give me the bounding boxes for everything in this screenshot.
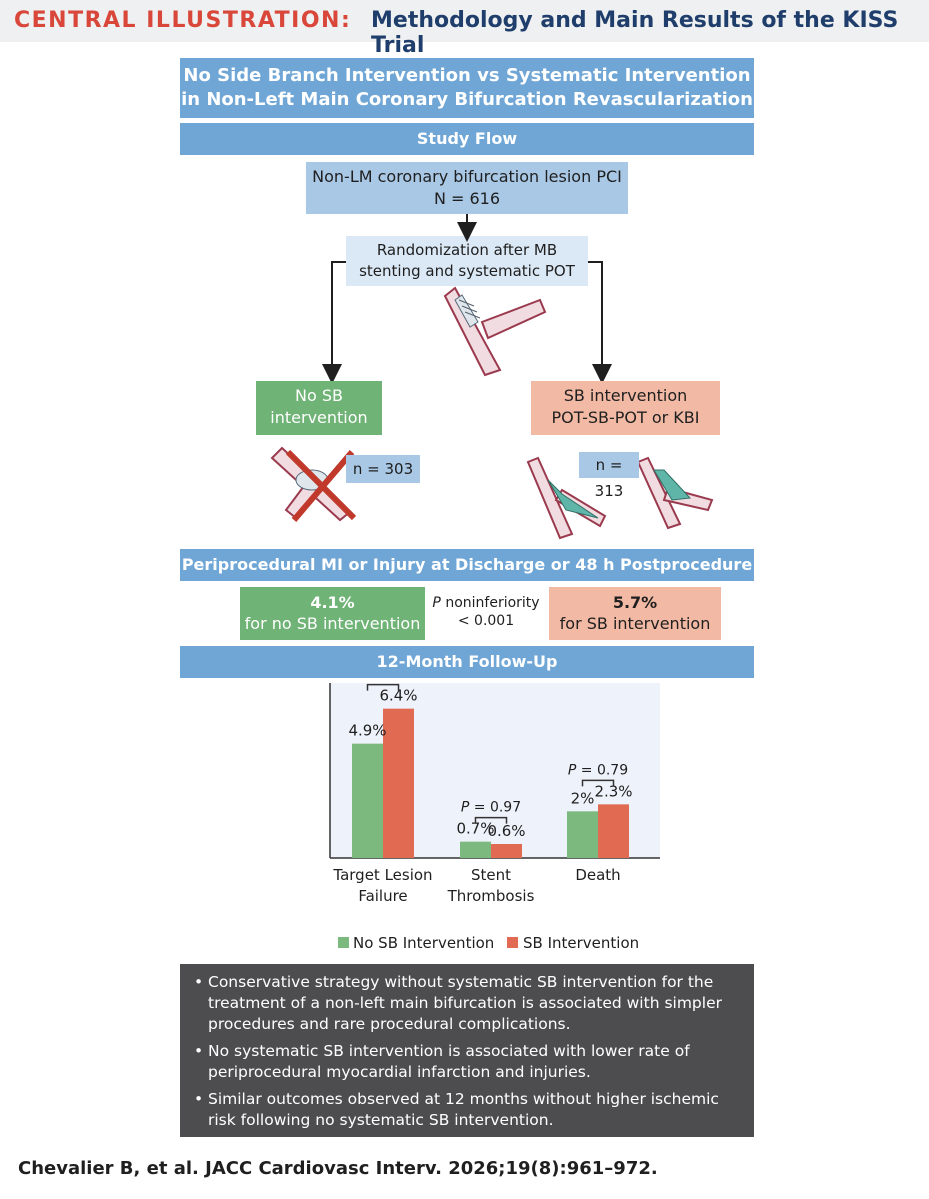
no-sb-arm-box: No SB intervention [256, 381, 382, 435]
p-bracket-1 [366, 683, 400, 691]
bar-sb-3 [598, 804, 629, 858]
sb-result-value: 5.7% [612, 593, 658, 612]
p-bracket-2 [474, 816, 508, 824]
flow-diagram [270, 214, 714, 540]
header-bar: CENTRAL ILLUSTRATION: Methodology and Ma… [0, 0, 929, 58]
noninferiority-p-symbol: P [432, 595, 441, 611]
sb-line-1: SB intervention [563, 386, 688, 405]
no-sb-line-1: No SB [295, 386, 343, 405]
sb-result-label: for SB intervention [559, 614, 711, 633]
summary-bullet-1: Conservative strategy without systematic… [192, 972, 744, 1035]
sb-result-box: 5.7% for SB intervention [549, 587, 721, 640]
periprocedural-heading: Periprocedural MI or Injury at Discharge… [180, 549, 754, 581]
enrollment-line-1: Non-LM coronary bifurcation lesion PCI [312, 167, 622, 186]
label-no-sb-1: 4.9% [348, 722, 386, 740]
header-title: Methodology and Main Results of the KISS… [371, 8, 899, 58]
header-prefix: CENTRAL ILLUSTRATION: [14, 8, 352, 33]
randomization-line-2: stenting and systematic POT [359, 262, 575, 280]
sb-vessel-icon-1 [526, 456, 607, 540]
no-sb-line-2: intervention [270, 408, 368, 427]
sb-arm-box: SB intervention POT-SB-POT or KBI [531, 381, 720, 435]
no-sb-count: n = 303 [346, 455, 420, 483]
legend-swatch-sb [507, 937, 518, 948]
p-value-3: P = 0.79 [568, 762, 628, 778]
bar-no-sb-3 [567, 811, 598, 858]
category-label-1-1: Target Lesion [332, 866, 432, 884]
bar-sb-2 [491, 844, 522, 858]
title-box: No Side Branch Intervention vs Systemati… [180, 58, 754, 118]
study-flow-heading: Study Flow [180, 123, 754, 155]
citation: Chevalier B, et al. JACC Cardiovasc Inte… [18, 1158, 658, 1179]
title-line-1: No Side Branch Intervention vs Systemati… [183, 65, 751, 86]
enrollment-count: N = 616 [433, 189, 501, 208]
label-sb-2: 0.6% [487, 822, 525, 840]
bar-no-sb-1 [352, 743, 383, 858]
title-line-2: in Non-Left Main Coronary Bifurcation Re… [181, 89, 753, 110]
bar-sb-1 [383, 708, 414, 858]
category-label-1-2: Failure [358, 887, 407, 905]
category-label-2-1: Stent [471, 866, 511, 884]
enrollment-box: Non-LM coronary bifurcation lesion PCI N… [306, 162, 628, 214]
label-no-sb-3: 2% [571, 789, 595, 807]
label-no-sb-2: 0.7% [456, 820, 494, 838]
no-sb-result-label: for no SB intervention [244, 614, 421, 633]
noninferiority-p-value: < 0.001 [457, 613, 515, 629]
p-value-2: P = 0.97 [461, 800, 521, 816]
randomization-box: Randomization after MB stenting and syst… [346, 236, 588, 286]
summary-bullet-2: No systematic SB intervention is associa… [192, 1041, 744, 1083]
sb-count: n = 313 [579, 452, 639, 500]
randomization-line-1: Randomization after MB [376, 241, 558, 259]
category-label-2-2: Thrombosis [447, 887, 535, 905]
followup-bar-chart: 4.9%6.4%P = 0.44Target LesionFailure0.7%… [329, 683, 660, 952]
noninferiority-p-text: noninferiority [440, 595, 540, 611]
no-sb-result-value: 4.1% [310, 593, 355, 612]
sb-vessel-icon-2 [636, 456, 714, 530]
bar-no-sb-2 [460, 841, 491, 858]
summary-bullet-3: Similar outcomes observed at 12 months w… [192, 1089, 744, 1131]
bifurcation-vessel-icon [443, 286, 547, 377]
label-sb-1: 6.4% [379, 687, 417, 705]
no-sb-vessel-icon [270, 446, 357, 522]
followup-heading: 12-Month Follow-Up [180, 646, 754, 678]
arrow-to-sb [588, 261, 612, 384]
category-label-3-1: Death [575, 866, 620, 884]
legend-swatch-no-sb [338, 937, 349, 948]
arrow-to-no-sb [322, 261, 346, 384]
legend-label-sb: SB Intervention [523, 934, 639, 952]
legend-label-no-sb: No SB Intervention [353, 934, 494, 952]
noninferiority-p: P noninferiority < 0.001 [426, 594, 546, 630]
summary-box: Conservative strategy without systematic… [180, 964, 754, 1137]
label-sb-3: 2.3% [594, 782, 632, 800]
no-sb-result-box: 4.1% for no SB intervention [240, 587, 425, 640]
sb-line-2: POT-SB-POT or KBI [551, 408, 700, 427]
p-bracket-3 [581, 779, 615, 787]
